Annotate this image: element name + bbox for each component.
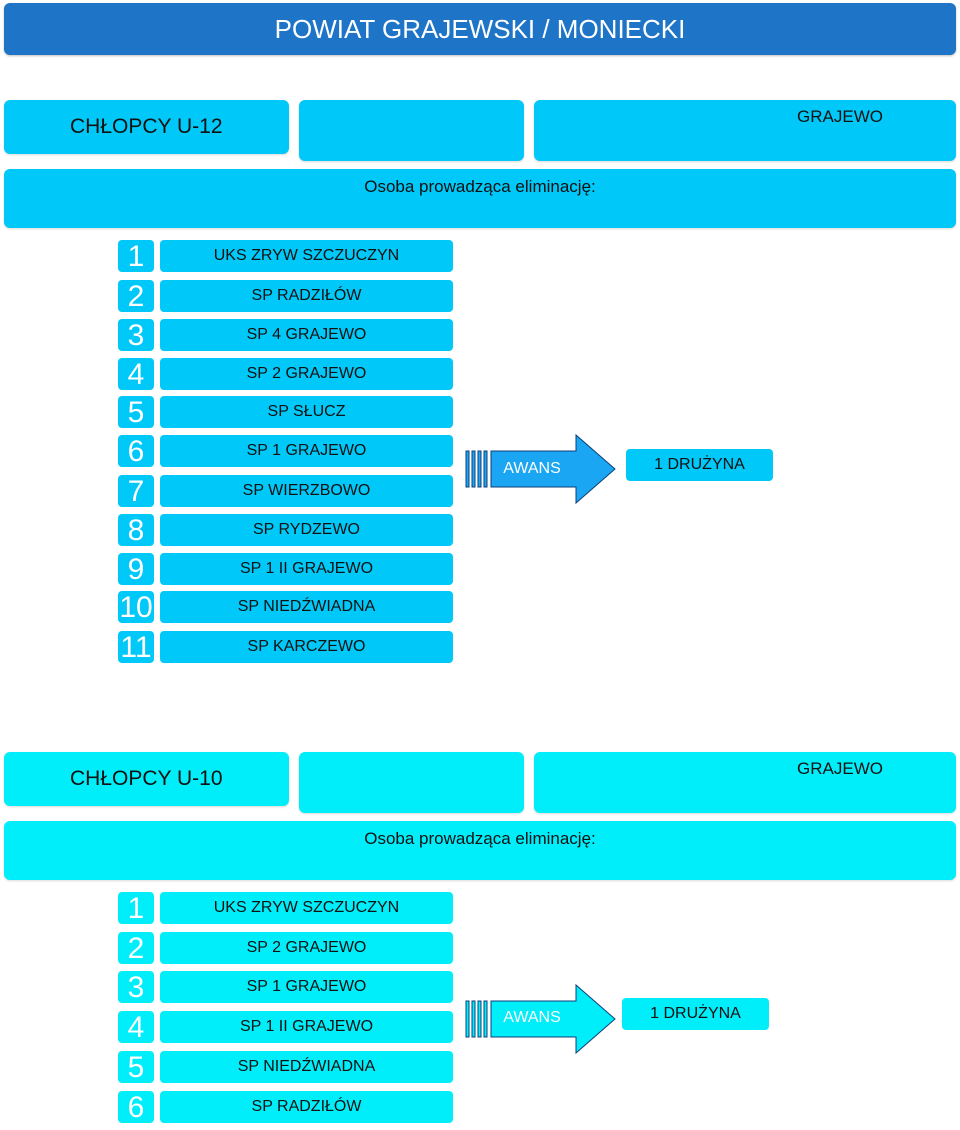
leader-label: Osoba prowadząca eliminację: [364,177,596,196]
team-number: 11 [118,631,154,664]
leader-box: Osoba prowadząca eliminację: [4,821,956,880]
team-name: UKS ZRYW SZCZUCZYN [160,892,453,924]
team-number: 1 [118,892,154,925]
team-number: 2 [118,280,154,313]
page-title: POWIAT GRAJEWSKI / MONIECKI [4,3,956,55]
team-name: SP WIERZBOWO [160,475,453,507]
team-name: SP 2 GRAJEWO [160,358,453,390]
advance-arrow-icon [465,983,616,1055]
leader-box: Osoba prowadząca eliminację: [4,169,956,228]
team-name: SP 1 GRAJEWO [160,435,453,467]
advance-result: 1 DRUŻYNA [622,998,769,1030]
city-box: GRAJEWO [534,100,956,161]
team-number: 9 [118,553,154,586]
team-name: SP KARCZEWO [160,631,453,663]
team-number: 4 [118,358,154,391]
team-name: UKS ZRYW SZCZUCZYN [160,240,453,272]
advance-label: AWANS [503,460,561,477]
category-label: CHŁOPCY U-10 [70,767,223,790]
team-number: 6 [118,1091,154,1124]
team-name: SP 2 GRAJEWO [160,932,453,964]
team-number: 2 [118,932,154,965]
team-number: 3 [118,319,154,352]
middle-box [299,752,524,813]
team-name: SP NIEDŹWIADNA [160,1051,453,1083]
team-number: 4 [118,1011,154,1044]
team-number: 3 [118,971,154,1004]
category-label: CHŁOPCY U-12 [70,115,223,138]
team-name: SP NIEDŹWIADNA [160,591,453,623]
team-name: SP RYDZEWO [160,514,453,546]
advance-arrow-icon [465,433,616,505]
team-number: 5 [118,396,154,429]
middle-box [299,100,524,161]
team-name: SP 1 II GRAJEWO [160,553,453,585]
team-number: 5 [118,1051,154,1084]
team-name: SP SŁUCZ [160,396,453,428]
leader-label: Osoba prowadząca eliminację: [364,829,596,848]
team-number: 1 [118,240,154,273]
city-label: GRAJEWO [797,107,883,126]
advance-label: AWANS [503,1009,561,1026]
team-number: 7 [118,475,154,508]
team-name: SP RADZIŁÓW [160,1091,453,1123]
team-number: 6 [118,435,154,468]
category-box: CHŁOPCY U-10 [4,752,289,806]
team-number: 8 [118,514,154,547]
advance-result: 1 DRUŻYNA [626,449,773,481]
city-box: GRAJEWO [534,752,956,813]
city-label: GRAJEWO [797,759,883,778]
team-name: SP 4 GRAJEWO [160,319,453,351]
team-number: 10 [118,591,154,624]
category-box: CHŁOPCY U-12 [4,100,289,154]
team-name: SP 1 GRAJEWO [160,971,453,1003]
team-name: SP RADZIŁÓW [160,280,453,312]
team-name: SP 1 II GRAJEWO [160,1011,453,1043]
